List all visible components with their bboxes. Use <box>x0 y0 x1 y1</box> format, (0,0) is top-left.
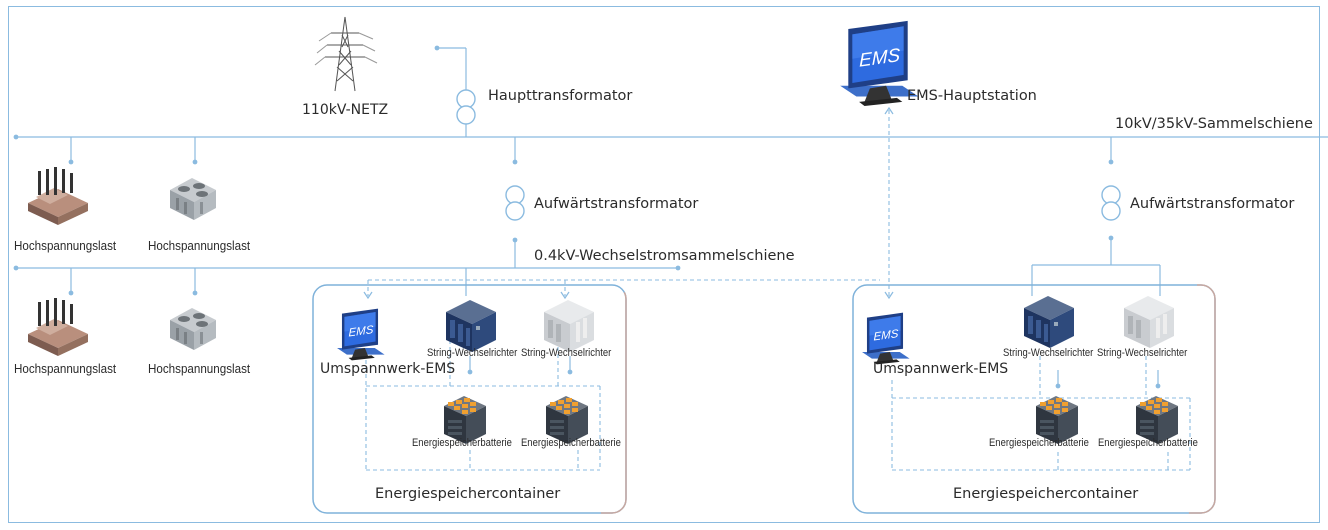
step-up-transformer-right-icon <box>1101 185 1121 221</box>
hvac-load-icon <box>170 308 216 350</box>
battery-label-4: Energiespeicherbatterie <box>1098 437 1198 449</box>
inverter-cabinet-icon <box>544 300 594 352</box>
battery-label-1: Energiespeicherbatterie <box>412 437 512 449</box>
substation-ems-right-screen-text: EMS <box>874 328 899 343</box>
inverter-cabinet-icon <box>1124 296 1174 348</box>
ems-main-label: EMS-Hauptstation <box>907 88 1037 104</box>
container-right-label: Energiespeichercontainer <box>953 486 1139 502</box>
outer-frame <box>8 6 1320 523</box>
line-dots <box>13 45 1161 389</box>
load-label-1: Hochspannungslast <box>14 239 117 253</box>
container-left-label: Energiespeichercontainer <box>375 486 561 502</box>
container-box-right-accent <box>852 284 1216 514</box>
substation-ems-left-icon: EMS <box>337 308 385 361</box>
step-up-right-label: Aufwärtstransformator <box>1130 196 1295 212</box>
inverter-label-4: String-Wechselrichter <box>1097 347 1188 359</box>
transmission-tower-icon <box>314 16 378 92</box>
inverter-label-1: String-Wechselrichter <box>427 347 518 359</box>
inverter-label-3: String-Wechselrichter <box>1003 347 1094 359</box>
factory-load-icon <box>28 298 88 356</box>
step-up-transformer-left-icon <box>505 185 525 221</box>
lv-busbar-label: 0.4kV-Wechselstromsammelschiene <box>534 248 795 264</box>
main-transformer-label: Haupttransformator <box>488 88 633 104</box>
substation-ems-left-label: Umspannwerk-EMS <box>320 361 456 377</box>
factory-load-icon <box>28 167 88 225</box>
battery-label-3: Energiespeicherbatterie <box>989 437 1089 449</box>
inverter-label-2: String-Wechselrichter <box>521 347 612 359</box>
hvac-load-icon <box>170 178 216 220</box>
container-box-left-accent <box>312 284 627 514</box>
solid-lines <box>16 47 1328 386</box>
step-up-left-label: Aufwärtstransformator <box>534 196 699 212</box>
battery-label-2: Energiespeicherbatterie <box>521 437 621 449</box>
load-label-3: Hochspannungslast <box>14 362 117 376</box>
substation-ems-right-label: Umspannwerk-EMS <box>873 361 1009 377</box>
load-label-2: Hochspannungslast <box>148 239 251 253</box>
substation-ems-left-screen-text: EMS <box>349 324 374 339</box>
dashed-comm-lines <box>365 110 1191 471</box>
inverter-cabinet-icon <box>1024 296 1074 348</box>
inverter-cabinet-icon <box>446 300 496 352</box>
grid-label: 110kV-NETZ <box>302 102 389 118</box>
hv-busbar-label: 10kV/35kV-Sammelschiene <box>1115 116 1313 132</box>
load-label-4: Hochspannungslast <box>148 362 251 376</box>
arrowheads <box>363 106 894 300</box>
substation-ems-right-icon: EMS <box>862 312 910 365</box>
ems-main-monitor-icon: EMS <box>840 20 919 106</box>
main-transformer-icon <box>456 89 476 125</box>
